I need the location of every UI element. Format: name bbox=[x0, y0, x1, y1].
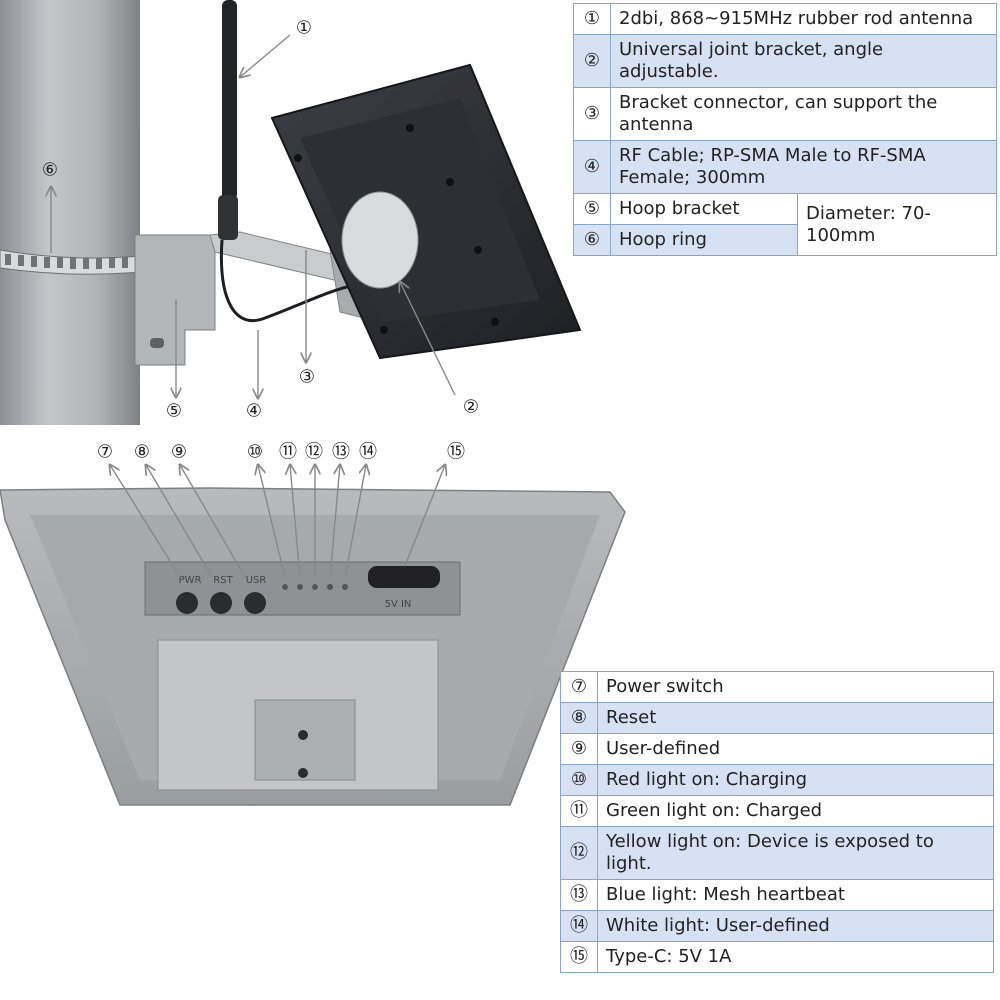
legend-row: ⑩ Red light on: Charging bbox=[560, 764, 994, 796]
legend-number: ④ bbox=[573, 140, 611, 194]
pwr-label: PWR bbox=[179, 575, 202, 586]
legend-text: Type-C: 5V 1A bbox=[597, 941, 994, 973]
callout-2: ② bbox=[463, 397, 479, 418]
legend-text: Hoop bracket bbox=[610, 193, 798, 225]
legend-number: ⑥ bbox=[573, 224, 611, 256]
legend-row: ⑪ Green light on: Charged bbox=[560, 795, 994, 827]
callout-7: ⑦ bbox=[97, 442, 113, 463]
ports-legend-table: ⑦ Power switch ⑧ Reset ⑨ User-defined ⑩ … bbox=[560, 671, 994, 973]
legend-number: ⑦ bbox=[560, 671, 598, 703]
legend-number: ⑨ bbox=[560, 733, 598, 765]
legend-number: ③ bbox=[573, 87, 611, 141]
legend-number: ⑧ bbox=[560, 702, 598, 734]
status-leds bbox=[282, 584, 348, 590]
legend-row: ⑥ Hoop ring bbox=[573, 224, 997, 256]
callout-14: ⑭ bbox=[359, 442, 377, 463]
legend-text: RF Cable; RP-SMA Male to RF-SMA Female; … bbox=[610, 140, 997, 194]
legend-row: ⑧ Reset bbox=[560, 702, 994, 734]
bottom-callouts bbox=[110, 465, 445, 579]
legend-number: ① bbox=[573, 3, 611, 35]
callout-3: ③ bbox=[299, 367, 315, 388]
legend-text: Universal joint bracket, angle adjustabl… bbox=[610, 34, 997, 88]
legend-text: Green light on: Charged bbox=[597, 795, 994, 827]
device-underside-illustration: PWR RST USR 5V IN bbox=[0, 487, 626, 806]
legend-row: ⑭ White light: User-defined bbox=[560, 910, 994, 942]
hoop-ring bbox=[0, 249, 141, 275]
legend-text: 2dbi, 868~915MHz rubber rod antenna bbox=[610, 3, 997, 35]
type-c-port bbox=[368, 566, 440, 588]
hoop-bracket bbox=[134, 234, 216, 366]
legend-number: ⑭ bbox=[560, 910, 598, 942]
usr-label: USR bbox=[246, 575, 267, 586]
legend-text: Hoop ring bbox=[610, 224, 798, 256]
callout-6: ⑥ bbox=[42, 160, 58, 181]
legend-text: Power switch bbox=[597, 671, 994, 703]
callout-4: ④ bbox=[246, 401, 262, 422]
device-panel bbox=[270, 63, 582, 360]
rst-label: RST bbox=[213, 575, 233, 586]
callout-8: ⑧ bbox=[134, 442, 150, 463]
legend-number: ⑫ bbox=[560, 826, 598, 880]
legend-text: User-defined bbox=[597, 733, 994, 765]
callout-5: ⑤ bbox=[166, 401, 182, 422]
callout-11: ⑪ bbox=[279, 442, 297, 463]
legend-text: Blue light: Mesh heartbeat bbox=[597, 879, 994, 911]
power-switch-button bbox=[176, 592, 198, 614]
legend-text: Yellow light on: Device is exposed to li… bbox=[597, 826, 994, 880]
user-button bbox=[244, 592, 266, 614]
callout-1: ① bbox=[296, 18, 312, 39]
legend-row: ③ Bracket connector, can support the ant… bbox=[573, 87, 997, 141]
antenna bbox=[218, 0, 238, 240]
legend-text: White light: User-defined bbox=[597, 910, 994, 942]
legend-row: ① 2dbi, 868~915MHz rubber rod antenna bbox=[573, 3, 997, 35]
legend-row: ② Universal joint bracket, angle adjusta… bbox=[573, 34, 997, 88]
legend-row: ⑫ Yellow light on: Device is exposed to … bbox=[560, 826, 994, 880]
legend-row: ⑬ Blue light: Mesh heartbeat bbox=[560, 879, 994, 911]
legend-number: ⑤ bbox=[573, 193, 611, 225]
legend-row: ⑨ User-defined bbox=[560, 733, 994, 765]
legend-number: ⑪ bbox=[560, 795, 598, 827]
top-callouts bbox=[51, 34, 456, 398]
power-in-label: 5V IN bbox=[385, 599, 412, 610]
legend-number: ⑬ bbox=[560, 879, 598, 911]
legend-number: ② bbox=[573, 34, 611, 88]
pole-mount-illustration bbox=[0, 0, 582, 425]
hoop-diameter-note: Diameter: 70-100mm bbox=[797, 193, 997, 256]
legend-number: ⑮ bbox=[560, 941, 598, 973]
callout-10: ⑩ bbox=[247, 442, 263, 463]
legend-row: ⑤ Hoop bracket Diameter: 70-100mm bbox=[573, 193, 997, 256]
callout-13: ⑬ bbox=[332, 442, 350, 463]
legend-number: ⑩ bbox=[560, 764, 598, 796]
callout-15: ⑮ bbox=[447, 442, 465, 463]
legend-row: ⑮ Type-C: 5V 1A bbox=[560, 941, 994, 973]
callout-9: ⑨ bbox=[171, 442, 187, 463]
pole bbox=[0, 0, 140, 425]
rf-cable bbox=[219, 239, 356, 323]
reset-button bbox=[210, 592, 232, 614]
parts-legend-table: ① 2dbi, 868~915MHz rubber rod antenna ② … bbox=[573, 3, 997, 256]
legend-text: Reset bbox=[597, 702, 994, 734]
legend-text: Bracket connector, can support the anten… bbox=[610, 87, 997, 141]
callout-12: ⑫ bbox=[305, 442, 323, 463]
legend-row: ④ RF Cable; RP-SMA Male to RF-SMA Female… bbox=[573, 140, 997, 194]
legend-row: ⑦ Power switch bbox=[560, 671, 994, 703]
legend-text: Red light on: Charging bbox=[597, 764, 994, 796]
